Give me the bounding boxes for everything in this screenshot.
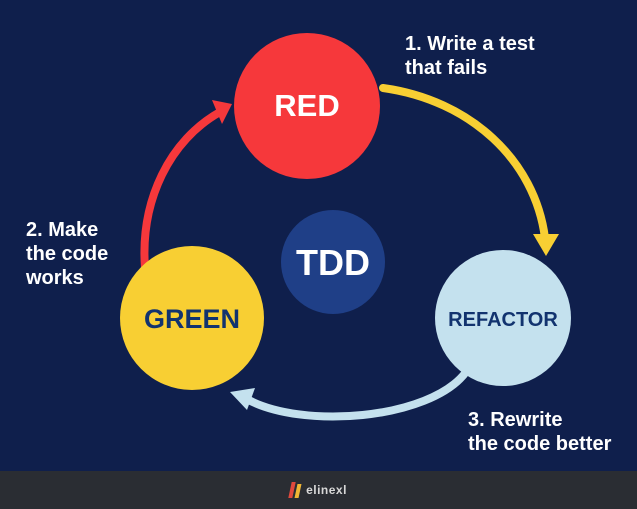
footer: elinexl <box>0 471 637 509</box>
elinext-logo-icon <box>288 482 302 498</box>
arrow-refactor-to-green <box>241 368 470 421</box>
arrow-head-refactor-to-green <box>230 388 255 410</box>
tdd-label: TDD <box>296 242 370 283</box>
arrow-green-to-red <box>140 108 224 272</box>
tdd-center-node <box>281 210 385 314</box>
refactor-label: REFACTOR <box>448 309 558 331</box>
step-1-text: 1. Write a test that fails <box>405 33 535 79</box>
step-2-text: 2. Make the code works <box>26 219 109 289</box>
refactor-node <box>435 250 571 386</box>
arrow-head-red-to-refactor <box>533 234 559 256</box>
brand-name: elinexl <box>306 483 347 497</box>
green-node <box>120 246 264 390</box>
red-label: RED <box>274 88 339 123</box>
step-3-text: 3. Rewrite the code better <box>468 409 612 455</box>
arrow-head-green-to-red <box>212 100 232 124</box>
tdd-cycle-diagram: RED TDD REFACTOR GREEN <box>120 33 571 421</box>
arrow-red-to-refactor <box>379 84 549 242</box>
green-label: GREEN <box>144 304 240 334</box>
red-node <box>234 33 380 179</box>
